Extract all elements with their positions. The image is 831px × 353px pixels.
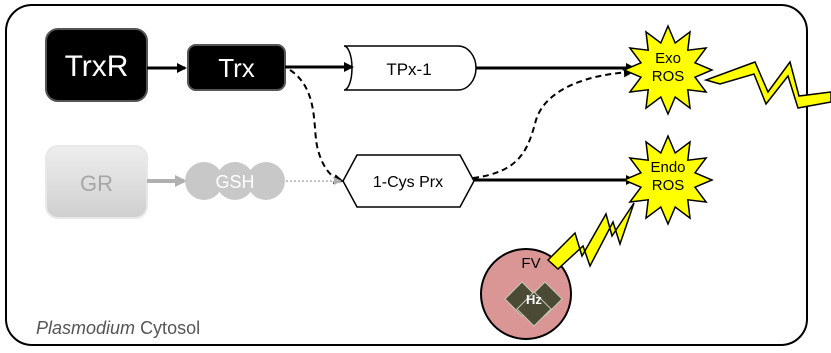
exo-ros-label-line2: ROS xyxy=(652,68,685,85)
tpx1-label: TPx-1 xyxy=(386,60,431,79)
endo-ros-label-line2: ROS xyxy=(652,177,685,194)
gr-label: GR xyxy=(80,171,113,196)
food-vacuole: FV Hz xyxy=(480,248,572,340)
tpx1-node: TPx-1 xyxy=(343,45,477,91)
hz-label: Hz xyxy=(526,292,542,307)
compartment-organism: Plasmodium xyxy=(36,318,136,338)
trx-node: Trx xyxy=(187,44,286,91)
gsh-node: GSH xyxy=(185,162,285,200)
gr-node: GR xyxy=(45,145,148,219)
exo-ros-burst: Exo ROS xyxy=(622,24,714,116)
trxr-label: TrxR xyxy=(65,50,129,83)
endo-ros-label-line1: Endo xyxy=(650,159,685,176)
fv-lightning-icon xyxy=(546,202,635,271)
trxr-node: TrxR xyxy=(45,28,148,102)
endo-ros-burst: Endo ROS xyxy=(622,134,714,226)
external-lightning-icon xyxy=(703,60,831,109)
fv-label: FV xyxy=(521,255,540,272)
gsh-label: GSH xyxy=(215,172,254,192)
compartment-label: Plasmodium Cytosol xyxy=(36,318,200,339)
cys-prx-label: 1-Cys Prx xyxy=(373,174,443,191)
dashed-arrow-cys-prx-to-exo-ros xyxy=(472,67,634,179)
compartment-name: Cytosol xyxy=(140,318,201,338)
exo-ros-label-line1: Exo xyxy=(655,50,681,67)
cys-prx-node: 1-Cys Prx xyxy=(342,154,475,208)
trx-label: Trx xyxy=(218,53,255,83)
hemozoin-crystals: Hz xyxy=(504,281,563,327)
